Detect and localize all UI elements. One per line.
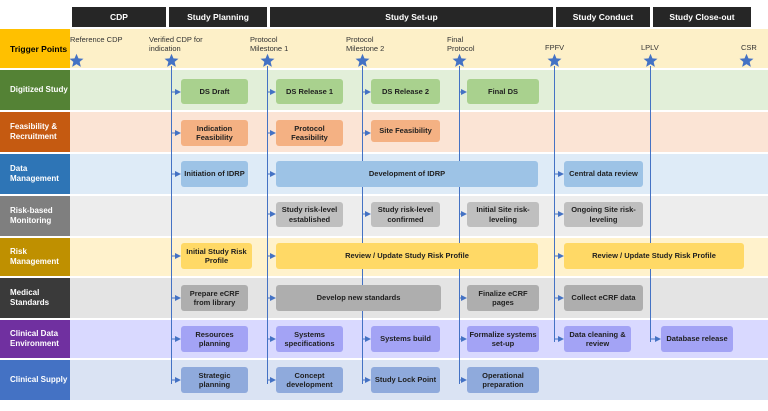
systems-specifications-box: Systems specifications xyxy=(276,326,343,352)
initial-study-risk-profile-box: Initial Study Risk Profile xyxy=(181,243,252,269)
connector-line-verified xyxy=(171,66,172,384)
trigger-band xyxy=(0,29,768,68)
milestone-final-protocol: Final Protocol xyxy=(447,35,475,53)
study-risk-level-confirmed-box: Study risk-level confirmed xyxy=(371,202,440,227)
ds-release-2-box: DS Release 2 xyxy=(371,79,440,104)
review-update-risk-profile-box: Review / Update Study Risk Profile xyxy=(276,243,538,269)
ds-draft-box: DS Draft xyxy=(181,79,248,104)
data-cleaning-review-box: Data cleaning & review xyxy=(564,326,631,352)
row-label-riskmgmt: Risk Management xyxy=(0,238,70,276)
phase-cdp: CDP xyxy=(72,7,166,27)
star-icon xyxy=(164,53,179,67)
star-icon xyxy=(643,53,658,67)
row-label-cde: Clinical Data Environment xyxy=(0,320,70,358)
row-label-digitized: Digitized Study xyxy=(0,70,70,110)
star-icon xyxy=(260,53,275,67)
study-risk-level-established-box: Study risk-level established xyxy=(276,202,343,227)
collect-ecrf-data-box: Collect eCRF data xyxy=(564,285,643,311)
resources-planning-box: Resources planning xyxy=(181,326,248,352)
phase-study-planning: Study Planning xyxy=(169,7,267,27)
phase-study-setup: Study Set-up xyxy=(270,7,553,27)
row-label-rbm: Risk-based Monitoring xyxy=(0,196,70,236)
development-idrp-box: Development of IDRP xyxy=(276,161,538,187)
milestone-fpfv: FPFV xyxy=(545,43,565,52)
connector-line-final-protocol xyxy=(459,66,460,384)
milestone-csr: CSR xyxy=(741,43,757,52)
final-ds-box: Final DS xyxy=(467,79,539,104)
phase-study-closeout: Study Close-out xyxy=(653,7,751,27)
connector-line-fpfv xyxy=(554,66,555,342)
central-data-review-box: Central data review xyxy=(564,161,643,187)
site-feasibility-box: Site Feasibility xyxy=(371,120,440,142)
prepare-ecrf-box: Prepare eCRF from library xyxy=(181,285,248,311)
star-icon xyxy=(355,53,370,67)
database-release-box: Database release xyxy=(661,326,733,352)
row-label-feasibility: Feasibility & Recruitment xyxy=(0,112,70,152)
star-icon xyxy=(69,53,84,67)
study-lock-point-box: Study Lock Point xyxy=(371,367,440,393)
row-label-medstd: Medical Standards xyxy=(0,278,70,318)
finalize-ecrf-pages-box: Finalize eCRF pages xyxy=(467,285,539,311)
row-label-datamgmt: Data Management xyxy=(0,154,70,194)
operational-preparation-box: Operational preparation xyxy=(467,367,539,393)
initiation-idrp-box: Initiation of IDRP xyxy=(181,161,248,187)
star-icon xyxy=(547,53,562,67)
connector-line-protocol-1 xyxy=(267,66,268,384)
ongoing-site-risk-leveling-box: Ongoing Site risk-leveling xyxy=(564,202,643,227)
trigger-points-label: Trigger Points xyxy=(0,29,70,68)
row-label-supply: Clinical Supply xyxy=(0,360,70,400)
star-icon xyxy=(452,53,467,67)
review-update-risk-profile-conduct-box: Review / Update Study Risk Profile xyxy=(564,243,744,269)
concept-development-box: Concept development xyxy=(276,367,343,393)
indication-feasibility-box: Indication Feasibility xyxy=(181,120,248,146)
initial-site-risk-leveling-box: Initial Site risk-leveling xyxy=(467,202,539,227)
star-icon xyxy=(739,53,754,67)
develop-new-standards-box: Develop new standards xyxy=(276,285,441,311)
connector-line-lplv xyxy=(650,66,651,342)
protocol-feasibility-box: Protocol Feasibility xyxy=(276,120,343,146)
ds-release-1-box: DS Release 1 xyxy=(276,79,343,104)
formalize-systems-setup-box: Formalize systems set-up xyxy=(467,326,539,352)
milestone-reference-cdp: Reference CDP xyxy=(70,35,123,44)
milestone-verified-cdp: Verified CDP for indication xyxy=(149,35,203,53)
milestone-protocol-1: Protocol Milestone 1 xyxy=(250,35,289,53)
connector-line-protocol-2 xyxy=(362,66,363,384)
strategic-planning-box: Strategic planning xyxy=(181,367,248,393)
milestone-protocol-2: Protocol Milestone 2 xyxy=(346,35,385,53)
systems-build-box: Systems build xyxy=(371,326,440,352)
milestone-lplv: LPLV xyxy=(641,43,659,52)
phase-study-conduct: Study Conduct xyxy=(556,7,650,27)
